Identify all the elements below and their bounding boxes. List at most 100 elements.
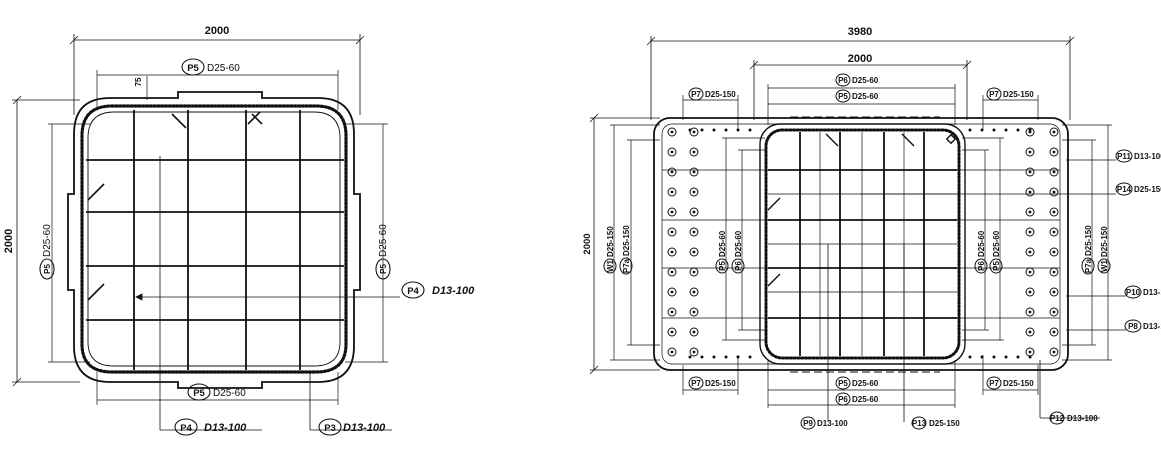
right-main-bar-perimeter [764,128,961,360]
right-label-top-right-p7-text: D25-150 [1003,90,1034,99]
right-label-bottom-p12-text: D13-100 [1067,414,1098,423]
right-label-bottom-left-p7-text: D25-150 [705,379,736,388]
bar-circle [1049,307,1059,317]
right-label-bottom-right-p7-text: D25-150 [1003,379,1034,388]
right-label-right-p5-text: D25-60 [992,230,1001,257]
bar-circle [667,287,677,297]
right-label-left-p6-tag: P6 [734,261,743,271]
right-label-bottom-right-p7: P7 D25-150 [986,376,1034,390]
bar-circle [1025,127,1035,137]
right-label-left-p7a-text: D25-150 [622,225,631,256]
right-label-right-p7a-tag: P7a [1084,258,1093,273]
bar-circle [1049,267,1059,277]
right-label-bottom-p9-text: D13-100 [817,419,848,428]
right-label-bottom-p9-tag: P9 [803,419,813,428]
bar-circle-dot [1028,310,1032,314]
bar-circle [689,167,699,177]
bar-circle-dot [670,230,674,234]
bar-circle-dot [1052,290,1056,294]
bar-circle-dot [670,170,674,174]
bar-circle [689,287,699,297]
left-label-p4-bottom-tag: P4 [180,423,192,434]
bar-circle-dot [1028,250,1032,254]
right-label-side-p14-text: D25-150 [1134,185,1161,194]
right-label-bottom-p13: P13 D25-150 [911,416,960,430]
bar-circle-dot [1052,230,1056,234]
left-cover-text: 75 [134,77,143,86]
right-label-bottom-p5-tag: P5 [838,379,848,388]
left-pile-cap-section: 2000 2000 75 [3,25,475,436]
left-concrete-outline [67,91,361,389]
right-label-right-p5: P5 D25-60 [989,230,1003,274]
left-inner-dims [48,70,388,405]
right-label-left-p5-tag: P5 [718,261,727,271]
bar-circle-dot [670,130,674,134]
right-dim-top-inner [749,60,972,120]
left-inner-perimeter [87,111,341,367]
right-label-side-p10-text: D13-100 [1143,288,1161,297]
right-label-right-w1: W1 D25-150 [1097,226,1111,274]
bar-circle-dot [692,350,696,354]
bar-circle-dot [670,270,674,274]
right-hooks [767,133,957,287]
bar-circle [689,147,699,157]
bar-circle [667,127,677,137]
left-rebar-grid [86,110,344,370]
bar-circle [667,327,677,337]
bar-circle [1025,247,1035,257]
right-label-right-w1-tag: W1 [1100,259,1109,272]
left-label-left-tag: P5 [43,264,52,274]
bar-circle-dot [1052,150,1056,154]
bar-circle [667,147,677,157]
left-leaders [135,156,400,431]
bar-circle-dot [692,230,696,234]
bar-circle-dot [1028,330,1032,334]
left-label-p4-right-text: D13-100 [432,285,475,297]
bar-circle-dot [692,210,696,214]
left-dim-left [12,95,80,387]
right-label-left-p5-text: D25-60 [718,230,727,257]
right-label-bottom-p13-text: D25-150 [929,419,960,428]
bar-circle-dot [1052,170,1056,174]
left-label-top: P5 D25-60 [181,58,240,76]
left-label-p3-bottom: P3 D13-100 [318,418,386,436]
bar-circle-dot [670,210,674,214]
bar-circle [667,167,677,177]
bar-circle [689,207,699,217]
bar-circle [667,347,677,357]
left-label-p3-bottom-text: D13-100 [343,422,386,434]
bar-circle [1049,147,1059,157]
left-label-p3-bottom-tag: P3 [324,423,336,434]
left-label-p4-bottom-text: D13-100 [204,422,247,434]
bar-circle [1025,287,1035,297]
right-label-left-w1-tag: W1 [606,259,615,272]
bar-circle [1049,287,1059,297]
bar-circle [1049,127,1059,137]
right-label-bottom-p9: P9 D13-100 [800,416,848,430]
bar-circle-dot [1028,170,1032,174]
left-label-top-text: D25-60 [207,63,240,74]
right-label-side-p11-tag: P11 [1117,152,1131,161]
bar-circle [689,127,699,137]
right-label-right-p5-tag: P5 [992,261,1001,271]
bar-circle-dot [1028,350,1032,354]
left-label-left-text: D25-60 [42,224,53,257]
left-label-bottom: P5 D25-60 [187,383,246,401]
bar-circle [1025,167,1035,177]
left-label-left: P5 D25-60 [39,224,55,280]
right-label-bottom-p6: P6 D25-60 [835,392,879,406]
right-label-top-right-p7: P7 D25-150 [986,87,1034,101]
bar-circle-dot [1028,190,1032,194]
left-label-right-tag: P5 [379,264,388,274]
bar-circle [1049,167,1059,177]
right-pile-cap-section: 3980 2000 2000 [582,26,1161,430]
left-label-top-tag: P5 [187,63,199,74]
left-main-bar-perimeter [80,104,348,374]
right-dim-top-inner-text: 2000 [848,53,872,65]
bar-circle [1049,187,1059,197]
bar-circle [1025,307,1035,317]
left-label-bottom-tag: P5 [193,388,205,399]
bar-circle [1025,347,1035,357]
bar-circle-dot [692,310,696,314]
bar-circle-dot [692,150,696,154]
